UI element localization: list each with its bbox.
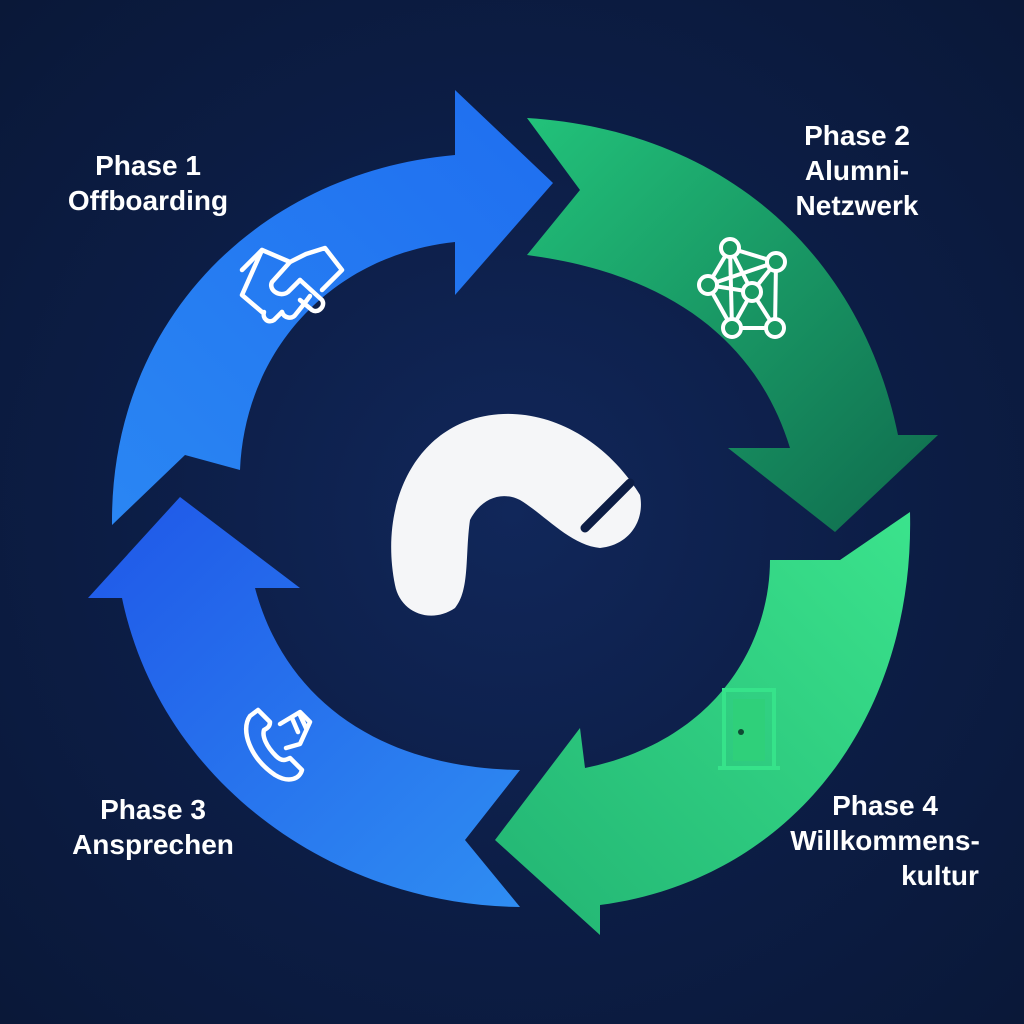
- phase-3-name: Ansprechen: [72, 829, 234, 860]
- handshake-icon: [239, 245, 345, 324]
- arrow-phase-3: [88, 497, 520, 907]
- phase-4-label: Phase 4 Willkommens- kultur: [760, 788, 1010, 893]
- phase-2-name-line1: Alumni-: [804, 155, 910, 186]
- phase-3-label: Phase 3 Ansprechen: [48, 792, 258, 862]
- phase-1-title: Phase 1: [95, 150, 201, 181]
- phase-4-title: Phase 4: [832, 790, 938, 821]
- boomerang-icon: [391, 413, 641, 616]
- phase-4-name-line1: Willkommens-: [790, 825, 980, 856]
- door-icon: [718, 688, 780, 770]
- phase-2-label: Phase 2 Alumni- Netzwerk: [752, 118, 962, 223]
- arrow-phase-1: [111, 90, 554, 525]
- phone-icon: [243, 707, 313, 782]
- phase-3-title: Phase 3: [100, 794, 206, 825]
- network-icon: [697, 237, 787, 339]
- phase-2-title: Phase 2: [804, 120, 910, 151]
- phase-2-name-line2: Netzwerk: [795, 190, 919, 221]
- phase-1-label: Phase 1 Offboarding: [48, 148, 248, 218]
- phase-1-name: Offboarding: [67, 185, 229, 216]
- phase-4-name-line2: kultur: [901, 860, 979, 891]
- arrow-phase-4: [495, 512, 911, 935]
